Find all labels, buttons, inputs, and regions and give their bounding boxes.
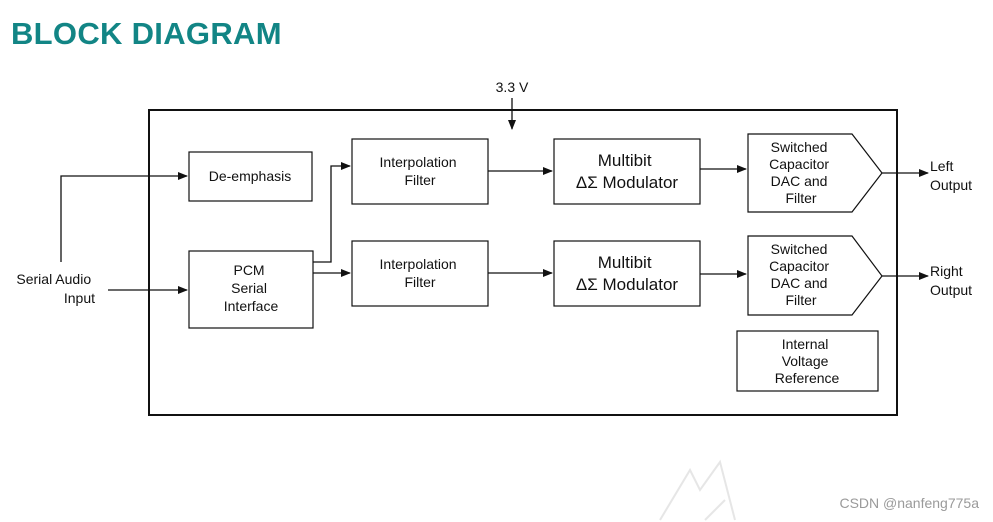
right-output-label: Right Output [930,263,972,298]
pcm-interface-block [188,250,314,329]
modulator-bottom-label: Multibit ΔΣ Modulator [576,253,679,294]
dac-filter-bottom-block [747,235,883,316]
watermark-artwork [659,459,736,521]
watermark-text: CSDN @nanfeng775a [839,495,979,511]
modulator-top-label: Multibit ΔΣ Modulator [576,151,679,192]
pcm-interface-label: PCM Serial Interface [224,262,279,314]
interp-filter-bottom-label: Interpolation Filter [380,256,461,290]
page-title: BLOCK DIAGRAM [11,16,282,51]
modulator-bottom-block [553,240,701,307]
interp-filter-top-label: Interpolation Filter [380,154,461,188]
pcm-to-interp-top-wire [313,162,351,263]
dac-filter-bottom-label: Switched Capacitor DAC and Filter [769,241,833,308]
voltage-reference-label: Internal Voltage Reference [775,336,840,386]
modulator-top-block [553,138,701,205]
serial-audio-input-label: Serial Audio Input [16,271,95,306]
supply-label: 3.3 V [496,79,529,95]
voltage-reference-block [736,330,879,392]
dac-filter-top-block [747,133,883,213]
left-output-label: Left Output [930,158,972,193]
deemphasis-label: De-emphasis [209,168,291,184]
deemphasis-block [188,151,313,202]
chip-outline [148,109,898,416]
input-to-deemphasis-wire [60,172,188,262]
interp-filter-bottom-block [351,240,489,307]
dac-filter-top-label: Switched Capacitor DAC and Filter [769,139,833,206]
